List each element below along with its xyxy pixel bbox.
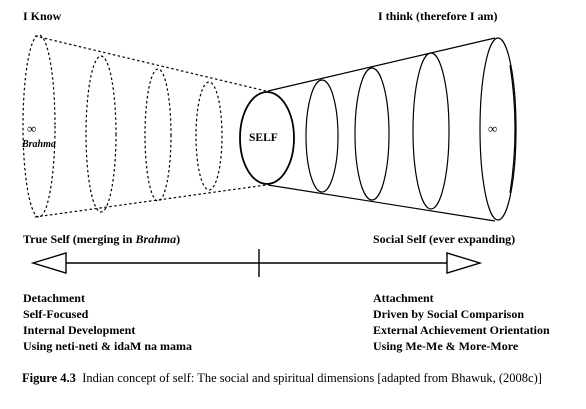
- true-self-label-brahma: Brahma: [135, 232, 177, 246]
- left-list-item: Self-Focused: [23, 307, 89, 321]
- figure-caption-text: Indian concept of self: The social and s…: [82, 371, 542, 385]
- left-ellipse-4: [195, 81, 223, 191]
- left-list-item: Internal Development: [23, 323, 136, 337]
- right-cone-top-edge: [267, 37, 496, 92]
- right-list-item: Driven by Social Comparison: [373, 307, 525, 321]
- self-axis: [30, 249, 483, 277]
- axis-left-arrowhead: [30, 252, 67, 274]
- right-cone: [267, 37, 517, 222]
- right-ellipse-2: [354, 67, 390, 201]
- right-cone-bottom-edge: [267, 184, 496, 222]
- left-cone: [22, 34, 267, 218]
- left-list-item: Using neti-neti & idaM na mama: [23, 339, 192, 353]
- self-label: SELF: [249, 132, 278, 144]
- self-concept-diagram: [22, 34, 517, 277]
- left-cone-bottom-edge: [34, 184, 267, 218]
- right-list-item: External Achievement Orientation: [373, 323, 550, 337]
- left-ellipse-3: [144, 68, 172, 202]
- right-ellipse-4: [479, 37, 517, 221]
- right-list-item: Using Me-Me & More-More: [373, 339, 519, 353]
- true-self-label-suffix: ): [176, 232, 181, 246]
- left-ellipse-1: [22, 34, 56, 218]
- figure-caption-label: Figure 4.3: [22, 371, 76, 385]
- left-ellipse-2: [85, 55, 117, 213]
- right-ellipse-4-rim: [509, 64, 516, 194]
- right-ellipse-3: [412, 52, 450, 210]
- self-ellipse: [239, 91, 295, 185]
- true-self-label-prefix: True Self (merging in: [23, 232, 136, 246]
- left-list-item: Detachment: [23, 291, 85, 305]
- brahma-label: Brahma: [22, 139, 56, 150]
- left-title: I Know: [23, 9, 62, 23]
- left-infinity-symbol: ∞: [27, 121, 37, 136]
- right-title: I think (therefore I am): [378, 9, 498, 23]
- right-list-item: Attachment: [373, 291, 434, 305]
- social-self-label: Social Self (ever expanding): [373, 232, 516, 246]
- true-self-label: True Self (merging in Brahma): [23, 232, 180, 246]
- right-infinity-symbol: ∞: [488, 121, 498, 136]
- figure-caption: Figure 4.3 Indian concept of self: The s…: [22, 370, 567, 386]
- right-ellipse-1: [305, 79, 339, 193]
- axis-right-arrowhead: [446, 252, 483, 274]
